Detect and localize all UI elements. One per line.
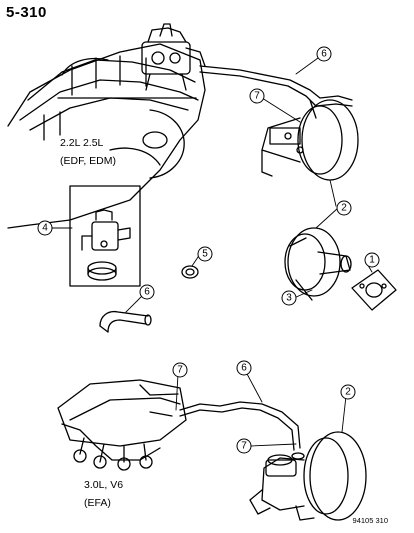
throttle-body	[141, 23, 206, 91]
callout-4	[37, 220, 53, 236]
elbow-hose	[99, 310, 152, 333]
engine-top-label: 2.2L 2.5L	[60, 137, 104, 149]
callout-label: 6	[321, 49, 327, 60]
callout-label: 3	[286, 293, 292, 304]
callout-1	[364, 252, 380, 268]
callout-bubbles	[37, 46, 380, 454]
engine-bottom-label: 3.0L, V6	[84, 479, 124, 491]
callout-6-bottom	[236, 360, 252, 376]
engine-bottom-codes: (EFA)	[84, 497, 111, 509]
bottom-brake-booster	[249, 431, 367, 521]
bottom-intake-plenum	[57, 379, 187, 471]
callout-label: 7	[241, 441, 247, 452]
check-valve-box	[69, 185, 141, 287]
vacuum-hose-top	[199, 65, 353, 107]
callout-label: 5	[202, 249, 208, 260]
mid-brake-booster	[284, 227, 352, 301]
grommet	[181, 265, 199, 279]
callout-label: 4	[42, 223, 48, 234]
callout-5	[197, 246, 213, 262]
callout-7-bottom	[172, 362, 188, 378]
callout-label: 6	[144, 287, 150, 298]
callout-7-top	[249, 88, 265, 104]
top-brake-booster	[261, 99, 359, 181]
callout-6-mid	[139, 284, 155, 300]
callout-label: 6	[241, 363, 247, 374]
callout-7-lower	[236, 438, 252, 454]
callout-label: 7	[177, 365, 183, 376]
top-engine-block	[7, 43, 206, 229]
callout-label: 2	[345, 387, 351, 398]
callout-2-mid	[336, 200, 352, 216]
callout-2-bottom	[340, 384, 356, 400]
callout-label: 1	[369, 255, 375, 266]
callout-3	[281, 290, 297, 306]
vacuum-hose-bottom	[179, 401, 301, 451]
figure-code: 94105 310	[352, 516, 388, 525]
page-number: 5-310	[6, 4, 47, 21]
engine-top-codes: (EDF, EDM)	[60, 155, 116, 167]
callout-label: 7	[254, 91, 260, 102]
booster-gasket	[351, 269, 397, 311]
callout-label: 2	[341, 203, 347, 214]
callout-6-top	[316, 46, 332, 62]
callout-leaders	[51, 57, 373, 447]
